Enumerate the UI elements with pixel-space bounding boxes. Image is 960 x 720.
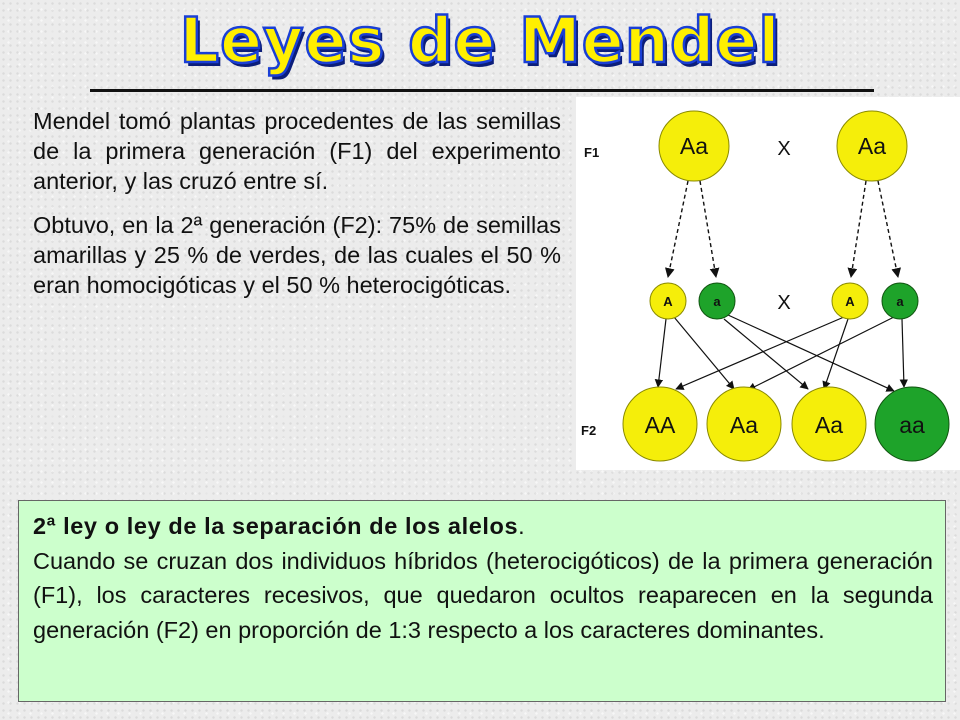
intro-paragraph-1: Mendel tomó plantas procedentes de las s…	[33, 108, 561, 194]
offspring-circle	[791, 386, 867, 462]
parent-genotype: Aa	[680, 133, 708, 159]
second-law-box: 2ª ley o ley de la separación de los ale…	[18, 500, 946, 702]
cross-symbol: X	[777, 292, 790, 314]
gamete-allele: A	[845, 294, 855, 309]
gamete-allele: a	[713, 294, 721, 309]
offspring-circle	[622, 386, 698, 462]
gamete-allele: A	[663, 294, 673, 309]
f1-label: F1	[584, 145, 599, 160]
gamete-allele: a	[896, 294, 904, 309]
law-title-period: .	[518, 513, 525, 539]
solid-arrow	[747, 316, 895, 391]
offspring-genotype: Aa	[730, 412, 758, 438]
solid-arrow	[723, 318, 809, 390]
parent-circle	[836, 110, 908, 182]
f2-label: F2	[581, 423, 596, 438]
solid-arrow	[727, 314, 895, 392]
page-title: Leyes de Mendel	[178, 3, 781, 79]
cross-symbol: X	[777, 138, 790, 160]
gamete-circle	[831, 282, 869, 320]
solid-arrow	[675, 316, 845, 390]
dashed-arrow	[665, 180, 689, 278]
dashed-arrow	[699, 180, 720, 278]
solid-arrow	[822, 318, 849, 390]
offspring-genotype: Aa	[815, 412, 843, 438]
title-underline	[90, 89, 874, 92]
gamete-circle	[698, 282, 736, 320]
solid-arrow	[899, 318, 908, 388]
offspring-genotype: aa	[899, 412, 925, 438]
law-text: Cuando se cruzan dos individuos híbridos…	[33, 547, 933, 643]
dashed-arrow	[847, 180, 867, 278]
offspring-circle	[874, 386, 950, 462]
law-heading: 2ª ley o ley de la separación de los ale…	[33, 509, 933, 544]
offspring-genotype: AA	[645, 412, 676, 438]
intro-text: Mendel tomó plantas procedentes de las s…	[33, 106, 561, 314]
offspring-circle	[706, 386, 782, 462]
parent-circle	[658, 110, 730, 182]
parent-genotype: Aa	[858, 133, 886, 159]
dashed-arrow	[877, 180, 901, 278]
gamete-circle	[881, 282, 919, 320]
gamete-circle	[649, 282, 687, 320]
law-title: 2ª ley o ley de la separación de los ale…	[33, 513, 519, 539]
solid-arrow	[673, 316, 735, 390]
solid-arrow	[654, 318, 667, 388]
intro-paragraph-2: Obtuvo, en la 2ª generación (F2): 75% de…	[33, 212, 561, 298]
mendel-cross-diagram: F1 F2 Aa Aa X A a X	[576, 97, 960, 470]
